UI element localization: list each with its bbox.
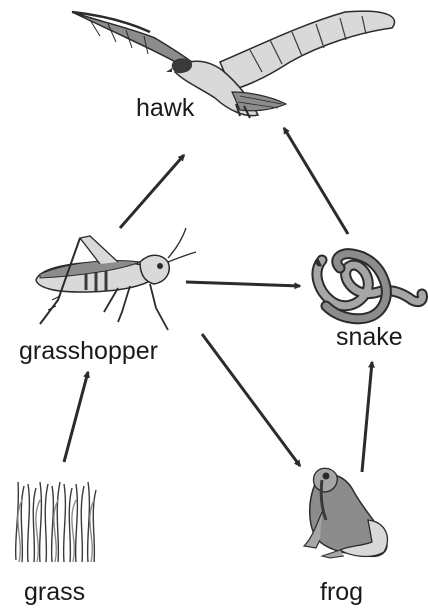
grasshopper-illustration <box>36 228 196 330</box>
label-grasshopper: grasshopper <box>19 339 158 364</box>
label-snake: snake <box>336 325 403 350</box>
grass-illustration <box>16 482 96 562</box>
arrow-grasshopper-to-snake <box>186 282 300 286</box>
arrow-frog-to-snake <box>362 362 372 472</box>
label-grass: grass <box>24 580 85 605</box>
arrow-grass-to-grasshopper <box>64 372 88 462</box>
arrow-grasshopper-to-hawk <box>120 155 184 228</box>
arrow-grasshopper-to-frog <box>202 334 300 466</box>
hawk-illustration <box>72 11 395 118</box>
label-frog: frog <box>320 580 363 605</box>
label-hawk: hawk <box>136 96 194 121</box>
arrow-snake-to-hawk <box>284 128 348 234</box>
snake-illustration <box>316 254 423 319</box>
frog-illustration <box>304 468 387 558</box>
